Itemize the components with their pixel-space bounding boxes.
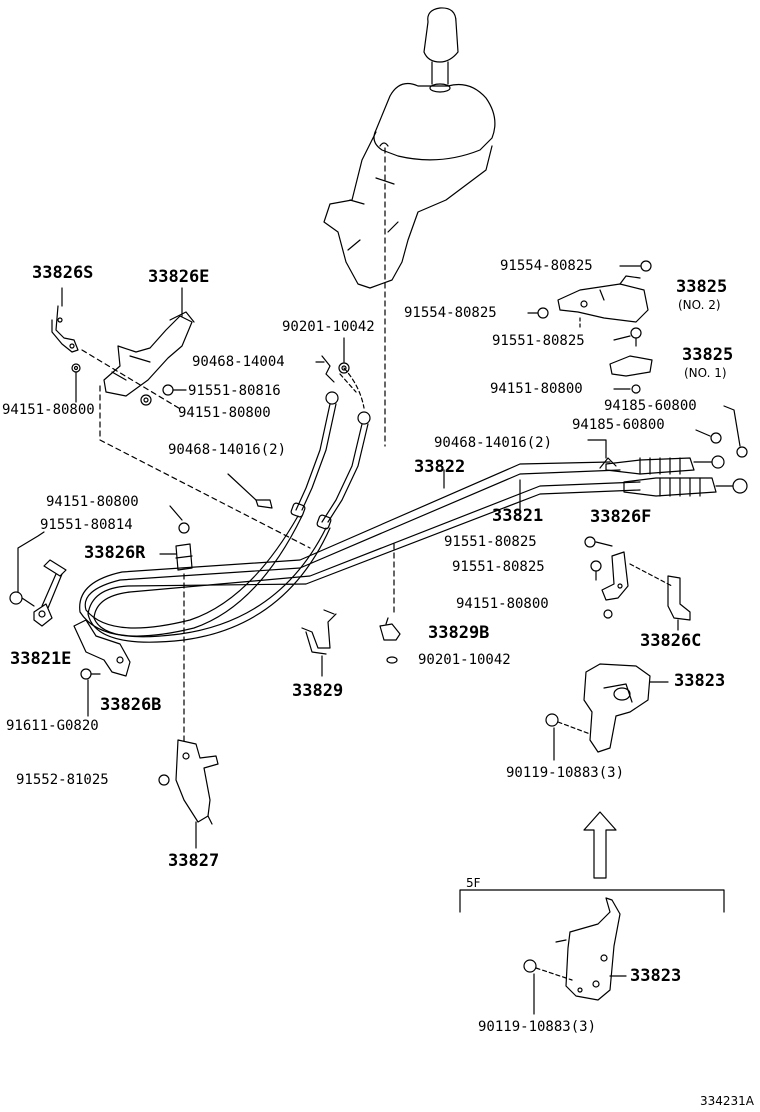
nut-icon	[736, 446, 748, 458]
part-label-33829B: 33829B	[428, 623, 490, 643]
part-label-33826E: 33826E	[148, 267, 210, 287]
bracket-33826S	[51, 305, 79, 353]
bracket-33823-lower	[555, 897, 621, 1001]
part-sublabel-no2: (NO. 2)	[678, 298, 721, 312]
part-label-33823: 33823	[674, 671, 726, 691]
part-label-33826R: 33826R	[84, 543, 146, 563]
up-arrow-icon	[583, 811, 617, 879]
part-label-90201-10042: 90201-10042	[418, 652, 511, 668]
nut-icon	[603, 609, 613, 619]
cable-ends-upper	[290, 391, 371, 530]
part-label-94185-60800: 94185-60800	[604, 398, 697, 414]
part-label-33821: 33821	[492, 506, 544, 526]
part-label-90119-10883: 90119-10883(3)	[478, 1019, 597, 1035]
bracket-33827	[175, 739, 219, 825]
bracket-33826E	[103, 311, 195, 397]
part-label-94151-80800: 94151-80800	[490, 381, 583, 397]
part-label-91611-G0820: 91611-G0820	[6, 718, 99, 734]
part-label-91554-80825: 91554-80825	[404, 305, 497, 321]
bolt-icon	[80, 668, 101, 680]
bolt-icon	[523, 959, 573, 981]
nut-icon	[710, 432, 722, 444]
part-label-33829: 33829	[292, 681, 344, 701]
part-label-91551-80825: 91551-80825	[444, 534, 537, 550]
nut-icon	[631, 384, 641, 394]
part-label-91551-80825: 91551-80825	[492, 333, 585, 349]
part-label-90468-14016: 90468-14016(2)	[168, 442, 287, 458]
part-label-33822: 33822	[414, 457, 466, 477]
part-label-94151-80800: 94151-80800	[456, 596, 549, 612]
part-label-94151-80800: 94151-80800	[178, 405, 271, 421]
shift-lever-assembly	[323, 7, 496, 289]
part-sublabel-no1: (NO. 1)	[684, 366, 727, 380]
part-label-33826F: 33826F	[590, 507, 652, 527]
cable-boots-right	[599, 455, 748, 497]
bolt-icon	[590, 560, 602, 581]
part-label-33821E: 33821E	[10, 649, 72, 669]
nut-icon	[537, 307, 549, 319]
part-label-91551-80816: 91551-80816	[188, 383, 281, 399]
bracket-33826F	[601, 551, 629, 601]
part-label-33823: 33823	[630, 966, 682, 986]
bolt-icon	[545, 713, 591, 735]
clip-icon	[321, 355, 335, 383]
part-label-91551-80814: 91551-80814	[40, 517, 133, 533]
part-label-90119-10883: 90119-10883(3)	[506, 765, 625, 781]
nut-icon	[338, 362, 350, 374]
part-label-33827: 33827	[168, 851, 220, 871]
nut-icon	[140, 394, 152, 406]
link-33821E	[33, 559, 67, 627]
figure-id: 334231A	[700, 1094, 755, 1108]
variant-label-5F: 5F	[466, 876, 481, 890]
part-label-94151-80800: 94151-80800	[2, 402, 95, 418]
nut-icon	[640, 260, 652, 272]
part-label-33826C: 33826C	[640, 631, 702, 651]
clamp-33826R	[175, 543, 193, 571]
part-label-90468-14004: 90468-14004	[192, 354, 285, 370]
part-label-33826B: 33826B	[100, 695, 162, 715]
part-label-33825-no2: 33825	[676, 277, 728, 297]
bolt-icon	[584, 536, 596, 548]
part-label-90201-10042: 90201-10042	[282, 319, 375, 335]
bracket-33825-no2	[557, 275, 649, 323]
nut-icon	[158, 774, 170, 786]
part-label-33825-no1: 33825	[682, 345, 734, 365]
part-label-33826S: 33826S	[32, 263, 94, 283]
bolt-icon	[630, 327, 642, 347]
bracket-33826C	[667, 575, 691, 621]
nut-icon	[178, 522, 190, 534]
part-label-94185-60800: 94185-60800	[572, 417, 665, 433]
part-label-91554-80825: 91554-80825	[500, 258, 593, 274]
control-cables	[79, 461, 641, 643]
bolt-icon	[162, 384, 187, 396]
bracket-33826B	[73, 619, 131, 677]
part-label-90468-14016: 90468-14016(2)	[434, 435, 553, 451]
variant-bracket	[459, 889, 725, 913]
bracket-33823-upper	[583, 663, 651, 753]
bracket-33825-no1	[609, 355, 653, 377]
part-label-94151-80800: 94151-80800	[46, 494, 139, 510]
part-label-91551-80825: 91551-80825	[452, 559, 545, 575]
clip-icon	[255, 499, 273, 509]
nut-icon	[71, 363, 81, 373]
bolt-icon	[9, 591, 35, 607]
part-label-91552-81025: 91552-81025	[16, 772, 109, 788]
clip-33829	[301, 609, 337, 655]
clip-33829B	[379, 617, 401, 641]
nut-icon	[386, 656, 398, 664]
